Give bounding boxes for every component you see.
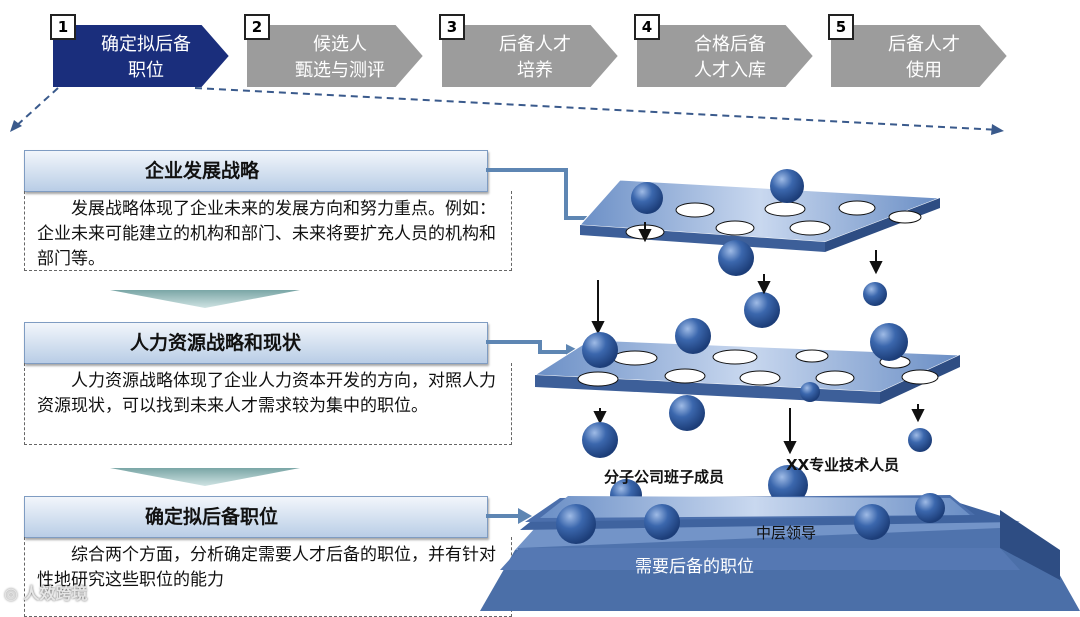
talent-ball [854, 504, 890, 540]
label-branch-leaders: 分子公司班子成员 [604, 468, 725, 486]
step-label: 后备人才 培养 [499, 34, 571, 81]
step-indicator-arrows [10, 87, 1004, 135]
talent-ball [644, 504, 680, 540]
step-number: 1 [50, 14, 76, 40]
step-2[interactable]: 候选人 甄选与测评 2 [244, 14, 426, 88]
step-label: 候选人 甄选与测评 [295, 34, 385, 81]
talent-ball [908, 428, 932, 452]
step-label: 合格后备 人才入库 [694, 34, 766, 81]
step-4[interactable]: 合格后备 人才入库 4 [634, 14, 816, 88]
plate-top [578, 179, 941, 252]
talent-ball [768, 465, 808, 505]
section-header-positions: 确定拟后备职位 [24, 496, 488, 538]
talent-ball [669, 395, 705, 431]
step-number: 5 [828, 14, 854, 40]
step-3[interactable]: 后备人才 培养 3 [439, 14, 621, 88]
talent-ball [870, 323, 908, 361]
talent-ball [675, 318, 711, 354]
section-text-strategy: 发展战略体现了企业未来的发展方向和努力重点。例如：企业未来可能建立的机构和部门、… [24, 191, 512, 271]
talent-ball [863, 282, 887, 306]
talent-ball [582, 422, 618, 458]
section-header-hr: 人力资源战略和现状 [24, 322, 488, 364]
step-label: 后备人才 使用 [888, 34, 960, 81]
down-chevron-icon [110, 290, 300, 308]
talent-ball [556, 504, 596, 544]
talent-ball [744, 292, 780, 328]
down-chevron-icon [110, 468, 300, 486]
talent-ball [582, 332, 618, 368]
section-text-positions: 综合两个方面，分析确定需要人才后备的职位，并有针对性地研究这些职位的能力 [24, 537, 512, 617]
plate-middle [533, 339, 961, 404]
step-number: 3 [439, 14, 465, 40]
label-target-positions: 需要后备的职位 [635, 557, 754, 577]
step-number: 4 [634, 14, 660, 40]
label-middle-managers: 中层领导 [756, 524, 817, 542]
section-text-hr: 人力资源战略体现了企业人力资本开发的方向，对照人力资源现状，可以找到未来人才需求… [24, 363, 512, 445]
talent-ball [800, 382, 820, 402]
step-1[interactable]: 确定拟后备 职位 1 [50, 14, 232, 88]
talent-ball [718, 240, 754, 276]
step-5[interactable]: 后备人才 使用 5 [828, 14, 1010, 88]
watermark: ◎ 人效跨境 [4, 584, 88, 603]
talent-ball [770, 169, 804, 203]
talent-ball [915, 493, 945, 523]
talent-filter-diagram [480, 169, 1080, 611]
label-tech-staff: XX专业技术人员 [786, 456, 900, 474]
step-number: 2 [244, 14, 270, 40]
section-header-strategy: 企业发展战略 [24, 150, 488, 192]
step-label: 确定拟后备 职位 [101, 34, 191, 81]
talent-ball [631, 182, 663, 214]
camera-icon: ◎ [4, 584, 18, 603]
